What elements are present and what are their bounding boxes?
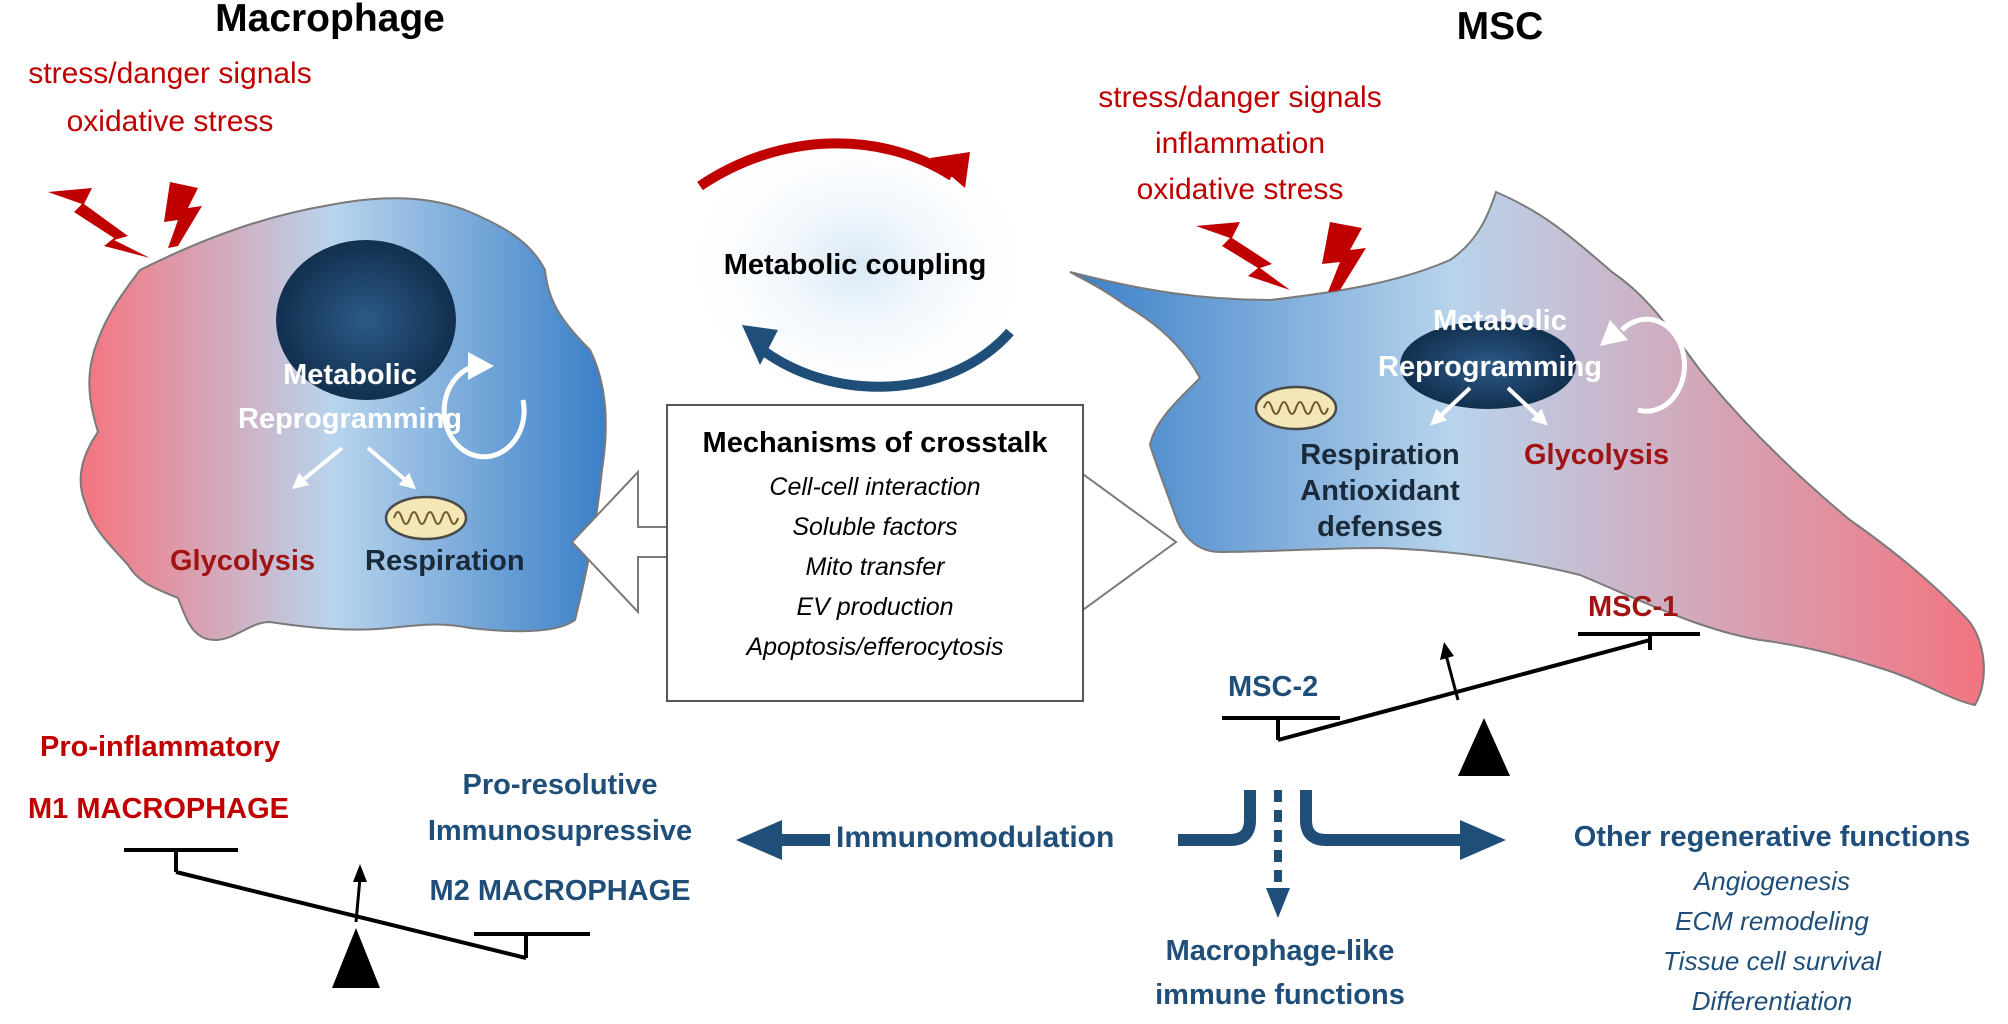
m1-pro-inflammatory: Pro-inflammatory bbox=[40, 731, 281, 763]
arrow-to-respiration bbox=[366, 446, 417, 490]
msc-scale-fulcrum bbox=[1458, 718, 1510, 776]
m2-immunosupressive: Immunosupressive bbox=[427, 815, 693, 847]
crosstalk-item: Cell-cell interaction bbox=[769, 473, 981, 501]
lightning-icon bbox=[1196, 222, 1290, 290]
msc-reprogramming-label: Reprogramming bbox=[1378, 351, 1602, 383]
metabolic-coupling-label: Metabolic coupling bbox=[723, 249, 987, 281]
msc-cycle-arrow bbox=[1620, 316, 1687, 414]
macrophage-reprogramming-label: Reprogramming bbox=[238, 403, 462, 435]
lightning-icon bbox=[48, 188, 150, 258]
crosstalk-item: EV production bbox=[796, 593, 954, 621]
macrophage-like-1: Macrophage-like bbox=[1165, 935, 1395, 967]
msc-metabolic-label: Metabolic bbox=[1433, 305, 1567, 337]
branch-left bbox=[1178, 790, 1256, 846]
msc-antioxidant: Antioxidant bbox=[1300, 475, 1460, 507]
msc-cycle-arrowhead bbox=[1600, 320, 1628, 346]
msc1-label: MSC-1 bbox=[1588, 591, 1679, 623]
arrow-to-m2-head bbox=[736, 820, 782, 860]
macrophage-signal-2: oxidative stress bbox=[66, 105, 274, 138]
macrophage-cycle-arrow bbox=[441, 362, 527, 460]
immunomodulation-label: Immunomodulation bbox=[836, 821, 1115, 854]
macrophage-cell bbox=[79, 197, 607, 642]
macrophage-nucleus bbox=[276, 240, 456, 400]
m2-macrophage: M2 MACROPHAGE bbox=[429, 875, 691, 907]
crosstalk-item: Mito transfer bbox=[805, 553, 945, 581]
coupling-arrow-blue bbox=[752, 328, 1014, 392]
crosstalk-box bbox=[666, 404, 1084, 702]
macrophage-scale-beam bbox=[175, 870, 527, 960]
regenerative-item: ECM remodeling bbox=[1675, 906, 1869, 936]
regenerative-item: Differentiation bbox=[1691, 986, 1853, 1016]
macrophage-glycolysis: Glycolysis bbox=[170, 545, 316, 577]
crosstalk-item: Soluble factors bbox=[792, 513, 958, 541]
macrophage-scale-arrow bbox=[354, 877, 362, 923]
macrophage-signal-1: stress/danger signals bbox=[28, 57, 312, 90]
msc-nucleus bbox=[1400, 321, 1576, 409]
msc-scale-beam bbox=[1277, 638, 1651, 742]
arrow-dashed-down-head bbox=[1266, 888, 1290, 918]
msc-title: MSC bbox=[1456, 5, 1544, 48]
macrophage-cycle-arrowhead bbox=[468, 352, 494, 380]
crosstalk-title: Mechanisms of crosstalk bbox=[702, 427, 1048, 459]
msc-scale-arrow bbox=[1444, 654, 1460, 701]
lightning-icon bbox=[1322, 222, 1366, 292]
msc-respiration: Respiration bbox=[1300, 439, 1460, 471]
coupling-arrowhead-red bbox=[930, 152, 970, 188]
msc-signal-2: inflammation bbox=[1154, 127, 1326, 160]
regenerative-item: Angiogenesis bbox=[1693, 866, 1851, 896]
m1-macrophage: M1 MACROPHAGE bbox=[28, 793, 290, 825]
m2-pro-resolutive: Pro-resolutive bbox=[462, 769, 658, 801]
msc2-label: MSC-2 bbox=[1228, 671, 1319, 703]
msc-cell bbox=[1069, 190, 1985, 707]
arrow-to-msc-glycolysis bbox=[1506, 386, 1548, 426]
macrophage-like-2: immune functions bbox=[1155, 979, 1405, 1011]
msc-scale-arrowhead bbox=[1440, 642, 1454, 660]
coupling-arrow-red bbox=[697, 138, 955, 191]
macrophage-scale-fulcrum bbox=[332, 928, 380, 988]
mitochondrion-icon bbox=[1254, 385, 1338, 431]
regenerative-title: Other regenerative functions bbox=[1573, 821, 1971, 853]
macrophage-title: Macrophage bbox=[215, 0, 445, 40]
macrophage-respiration: Respiration bbox=[365, 545, 525, 577]
branch-right bbox=[1300, 790, 1464, 846]
macrophage-metabolic-label: Metabolic bbox=[283, 359, 417, 391]
arrow-to-msc-respiration bbox=[1430, 386, 1472, 426]
arrow-to-regenerative-head bbox=[1460, 820, 1506, 860]
coupling-arrowhead-blue bbox=[742, 325, 778, 365]
lightning-icon bbox=[164, 182, 202, 248]
mitochondrion-icon bbox=[384, 495, 468, 541]
macrophage-scale-arrowhead bbox=[353, 864, 367, 882]
crosstalk-item: Apoptosis/efferocytosis bbox=[746, 633, 1004, 661]
arrow-to-glycolysis bbox=[291, 446, 344, 490]
msc-signal-1: stress/danger signals bbox=[1098, 81, 1382, 114]
msc-defenses: defenses bbox=[1317, 511, 1443, 543]
msc-signal-3: oxidative stress bbox=[1136, 173, 1344, 206]
regenerative-item: Tissue cell survival bbox=[1663, 946, 1881, 976]
msc-glycolysis: Glycolysis bbox=[1524, 439, 1670, 471]
